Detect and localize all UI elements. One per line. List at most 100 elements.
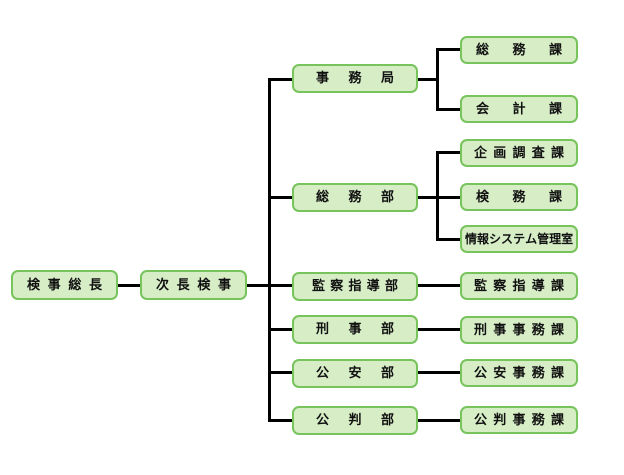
label-char: シ bbox=[489, 232, 502, 246]
label-char: 画 bbox=[493, 145, 507, 161]
label-char: 務 bbox=[531, 412, 545, 428]
node-criminal-department: 刑事部 bbox=[292, 315, 418, 344]
label-char: 事 bbox=[512, 412, 526, 428]
label-char: 公 bbox=[316, 413, 330, 428]
label-char: 理 bbox=[549, 232, 562, 246]
label-char: 指 bbox=[512, 278, 526, 294]
label-char: 公 bbox=[474, 412, 488, 428]
connector-accounting-division bbox=[436, 108, 460, 111]
node-secretariat: 事務局 bbox=[292, 64, 418, 93]
label-char: 課 bbox=[548, 101, 562, 117]
node-inspection-guidance-division: 監察指導課 bbox=[460, 272, 578, 300]
label-char: 事 bbox=[217, 277, 231, 293]
label-char: 部 bbox=[380, 413, 394, 428]
node-planning-research-division: 企画調査課 bbox=[460, 139, 578, 167]
connector-trunk-criminal-dept bbox=[270, 328, 292, 331]
label-char: 刑 bbox=[474, 322, 488, 338]
node-prosecution-affairs-division: 検務課 bbox=[460, 183, 578, 211]
connector-general-affairs-division bbox=[436, 48, 460, 51]
label-char: 事 bbox=[512, 322, 526, 338]
node-general-affairs-department: 総務部 bbox=[292, 183, 418, 212]
label-char: 務 bbox=[531, 365, 545, 381]
label-char: 課 bbox=[548, 42, 562, 58]
label-char: 計 bbox=[512, 101, 526, 117]
connector-trunk-vertical bbox=[268, 78, 271, 422]
connector-trunk-public-security-dept bbox=[270, 371, 292, 374]
label-char: 査 bbox=[531, 145, 545, 161]
label-char: 課 bbox=[550, 365, 564, 381]
label-char: 長 bbox=[88, 277, 102, 293]
label-char: 総 bbox=[68, 277, 82, 293]
label-char: 公 bbox=[474, 365, 488, 381]
node-inspection-guidance-department: 監察指導部 bbox=[292, 272, 418, 301]
label-char: 刑 bbox=[316, 322, 330, 337]
label-char: 安 bbox=[493, 365, 507, 381]
label-char: 課 bbox=[548, 189, 562, 205]
node-public-security-department: 公安部 bbox=[292, 359, 418, 388]
label-char: 公 bbox=[316, 366, 330, 381]
label-char: 企 bbox=[474, 145, 488, 161]
connector-inspection-guidance-division bbox=[418, 284, 460, 287]
label-char: ム bbox=[525, 232, 538, 246]
connector-public-security-affairs-division bbox=[418, 371, 460, 374]
node-trial-department: 公判部 bbox=[292, 406, 418, 435]
label-char: 安 bbox=[348, 366, 362, 381]
label-char: 指 bbox=[348, 279, 362, 294]
label-char: 検 bbox=[476, 189, 490, 205]
label-char: 務 bbox=[512, 42, 526, 58]
connector-general-affairs-dept-branch bbox=[418, 196, 460, 199]
label-char: 総 bbox=[476, 42, 490, 58]
connector-planning-research-division bbox=[436, 151, 460, 154]
label-char: 課 bbox=[550, 322, 564, 338]
label-char: 務 bbox=[348, 190, 362, 205]
label-char: 監 bbox=[474, 278, 488, 294]
node-prosecutor-general: 検事総長 bbox=[11, 270, 118, 300]
connector-trunk-trial-dept bbox=[270, 419, 292, 422]
label-char: 導 bbox=[531, 278, 545, 294]
label-char: 管 bbox=[537, 232, 550, 246]
connector-information-system-office bbox=[436, 238, 460, 241]
connector-secretariat-branch bbox=[418, 78, 439, 81]
label-char: 課 bbox=[550, 412, 564, 428]
label-char: 課 bbox=[550, 278, 564, 294]
label-char: 部 bbox=[380, 190, 394, 205]
node-information-system-management-office: 情報システム管理室 bbox=[460, 225, 578, 253]
label-char: 監 bbox=[312, 279, 326, 294]
node-public-security-affairs-division: 公安事務課 bbox=[460, 359, 578, 387]
label-char: 部 bbox=[384, 279, 398, 294]
label-char: 事 bbox=[512, 365, 526, 381]
label-char: 事 bbox=[47, 277, 61, 293]
node-general-affairs-division: 総務課 bbox=[460, 36, 578, 64]
label-char: 検 bbox=[197, 277, 211, 293]
label-char: 事 bbox=[348, 322, 362, 337]
connector-trunk-secretariat bbox=[270, 78, 292, 81]
label-char: 調 bbox=[512, 145, 526, 161]
label-char: 務 bbox=[512, 189, 526, 205]
label-char: 会 bbox=[476, 101, 490, 117]
connector-secretariat-branch-vertical bbox=[436, 48, 439, 111]
label-char: 事 bbox=[316, 71, 330, 86]
node-criminal-affairs-division: 刑事事務課 bbox=[460, 316, 578, 344]
label-char: 事 bbox=[493, 322, 507, 338]
label-char: 室 bbox=[561, 232, 574, 246]
node-accounting-division: 会計課 bbox=[460, 95, 578, 123]
label-char: 務 bbox=[531, 322, 545, 338]
label-char: 部 bbox=[380, 366, 394, 381]
node-trial-affairs-division: 公判事務課 bbox=[460, 406, 578, 434]
label-char: 察 bbox=[493, 278, 507, 294]
label-char: テ bbox=[513, 232, 526, 246]
label-char: 情 bbox=[465, 232, 478, 246]
label-char: 判 bbox=[493, 412, 507, 428]
label-char: 長 bbox=[176, 277, 190, 293]
connector-root-deputy bbox=[118, 284, 140, 287]
label-char: 次 bbox=[156, 277, 170, 293]
connector-trial-affairs-division bbox=[418, 419, 460, 422]
label-char: 部 bbox=[380, 322, 394, 337]
label-char: 局 bbox=[380, 71, 394, 86]
label-char: 課 bbox=[550, 145, 564, 161]
label-char: 導 bbox=[366, 279, 380, 294]
connector-general-affairs-branch-vertical bbox=[436, 151, 439, 241]
label-char: 察 bbox=[330, 279, 344, 294]
connector-criminal-affairs-division bbox=[418, 328, 460, 331]
